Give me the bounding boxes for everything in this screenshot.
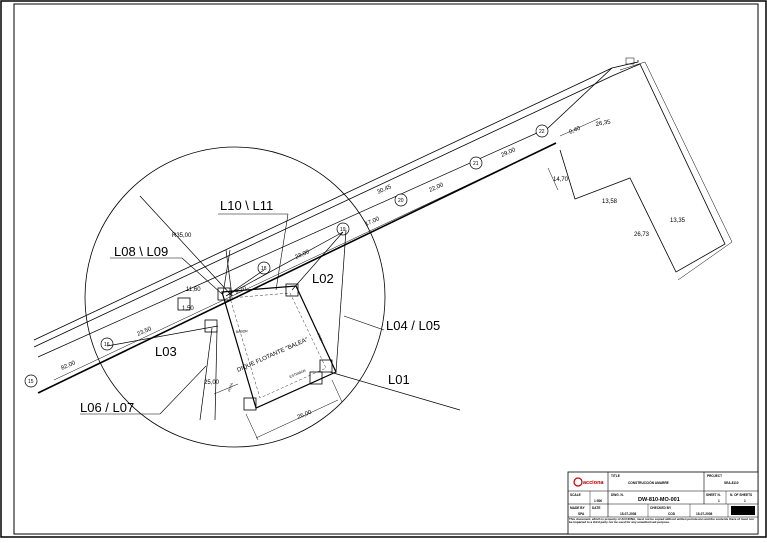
- sheet-label: SHEET N.: [706, 493, 721, 497]
- svg-text:25,00: 25,00: [204, 380, 220, 386]
- dwg-label: DWG. N.: [611, 493, 624, 497]
- label-l08-l09: L08 \ L09: [114, 244, 168, 259]
- svg-text:1,50: 1,50: [182, 306, 194, 312]
- radius-label: R35,00: [172, 233, 192, 239]
- legal-note: This document, which is property of ACCI…: [569, 518, 754, 525]
- made-value: SPA: [578, 512, 585, 516]
- station-labels: 15 16 18 19 20 21 22: [28, 129, 545, 385]
- dock-dimension-lines: [213, 117, 601, 441]
- svg-text:22: 22: [539, 129, 545, 135]
- inner-border: [13, 3, 759, 535]
- acciona-logo: acciona: [573, 477, 604, 487]
- radius-line: [139, 195, 233, 297]
- svg-text:29,00: 29,00: [500, 147, 517, 159]
- svg-text:30,45: 30,45: [376, 184, 393, 196]
- svg-text:15: 15: [28, 379, 34, 385]
- mooring-lines: [106, 229, 461, 421]
- title-block: acciona TITLE CONSTRUCCIÓN AMARRE PROJEC…: [567, 471, 759, 535]
- made-label: MADE BY: [570, 506, 586, 510]
- svg-text:0,40: 0,40: [568, 125, 582, 136]
- title-value: CONSTRUCCIÓN AMARRE: [628, 480, 669, 485]
- project-label: PROJECT: [707, 474, 722, 478]
- babor-label: BABOR: [236, 329, 249, 334]
- estribor-label: ESTRIBOR: [289, 369, 307, 379]
- svg-text:13,58: 13,58: [602, 199, 618, 205]
- of-label: N. OF SHEETS: [730, 493, 752, 497]
- svg-text:21: 21: [473, 161, 479, 167]
- scale-label: SCALE: [570, 493, 581, 497]
- svg-text:acciona: acciona: [583, 480, 604, 486]
- svg-text:23,50: 23,50: [136, 326, 153, 338]
- leaders: [80, 213, 385, 415]
- svg-text:26,73: 26,73: [634, 232, 650, 238]
- label-l10-l11: L10 \ L11: [220, 198, 273, 213]
- date-label: DATE: [592, 506, 600, 510]
- checked-value: COD: [668, 512, 676, 516]
- label-l02: L02: [312, 271, 334, 286]
- svg-text:18: 18: [261, 266, 267, 272]
- date2-value: 15-07-2008: [696, 512, 713, 516]
- svg-text:82,00: 82,00: [60, 360, 77, 372]
- floating-dock: DIQUE FLOTANTE "BALEA" BABOR ESTRIBOR PO…: [177, 283, 337, 411]
- svg-text:11,60: 11,60: [186, 287, 201, 293]
- svg-text:19: 19: [340, 227, 346, 233]
- station-markers: [24, 124, 549, 388]
- label-l04-l05: L04 / L05: [386, 318, 440, 333]
- svg-text:13,35: 13,35: [670, 218, 686, 224]
- mooring-radius-circle: [84, 146, 386, 448]
- svg-text:9,20: 9,20: [234, 285, 248, 296]
- company-logo-box: [731, 506, 755, 515]
- dwg-value: DW-810-MO-001: [638, 497, 680, 503]
- of-value: 1: [744, 499, 746, 503]
- label-l03: L03: [155, 344, 177, 359]
- svg-text:16: 16: [104, 342, 110, 348]
- label-l06-l07: L06 / L07: [80, 400, 134, 415]
- date1-value: 15-07-2008: [620, 512, 637, 516]
- svg-text:22,00: 22,00: [428, 182, 445, 194]
- svg-text:23,00: 23,00: [294, 249, 311, 261]
- title-label: TITLE: [611, 474, 620, 478]
- dimension-texts: 82,00 23,50 11,60 9,20 23,00 17,00 30,45…: [60, 119, 685, 421]
- svg-text:26,35: 26,35: [595, 119, 611, 128]
- project-value: SEA-8110: [724, 481, 739, 485]
- svg-text:20: 20: [398, 198, 404, 204]
- svg-text:17,00: 17,00: [364, 216, 381, 228]
- label-l01: L01: [388, 372, 410, 387]
- pier: [33, 57, 733, 394]
- sheet-value: 1: [718, 499, 720, 503]
- scale-value: 1:500: [594, 499, 602, 503]
- svg-text:14,70: 14,70: [553, 177, 569, 183]
- proa-label: PROA: [316, 333, 324, 344]
- checked-label: CHECKED BY: [650, 506, 672, 510]
